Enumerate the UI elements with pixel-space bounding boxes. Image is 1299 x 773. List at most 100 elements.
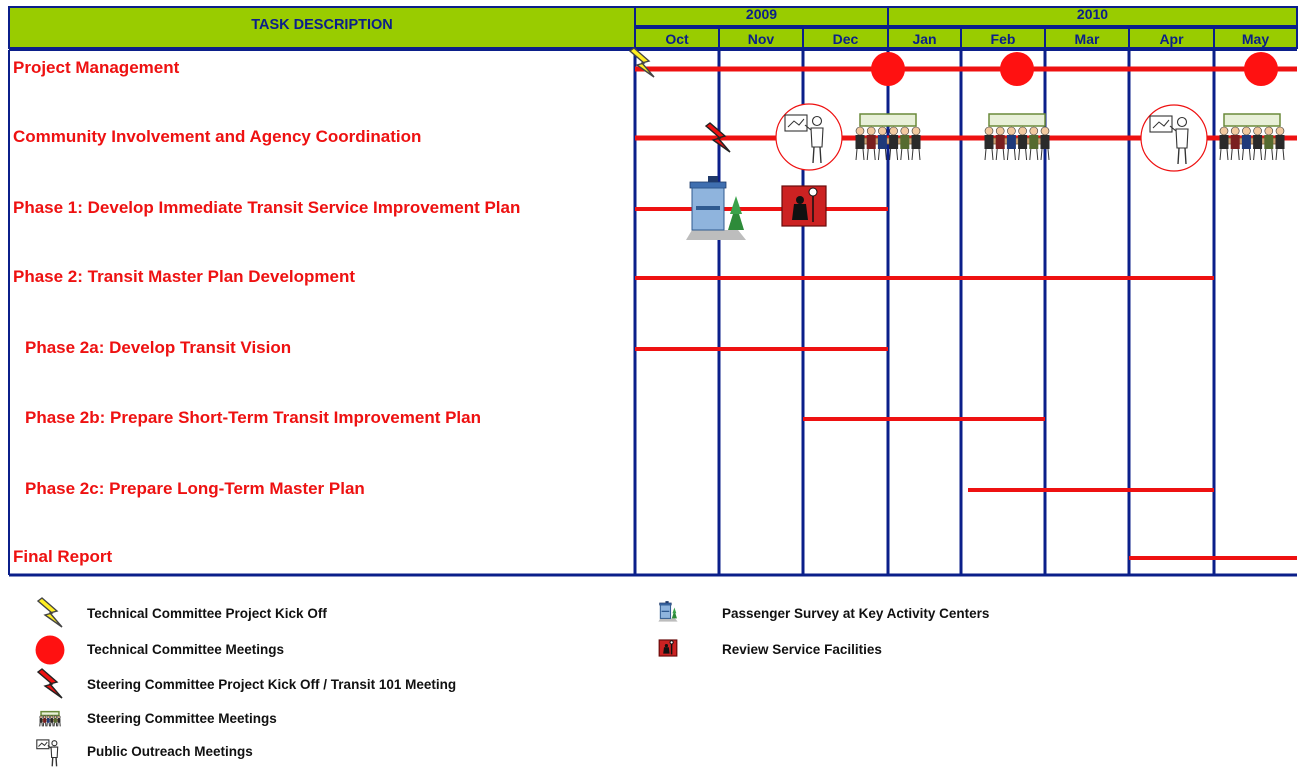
legend-label: Public Outreach Meetings bbox=[87, 744, 253, 759]
chair-leg bbox=[866, 148, 869, 161]
chair-leg bbox=[1264, 148, 1267, 161]
legend-label: Steering Committee Meetings bbox=[87, 711, 277, 726]
passenger-survey-icon bbox=[686, 176, 746, 240]
meeting-board bbox=[859, 113, 917, 127]
chair-leg bbox=[1282, 148, 1285, 161]
chair-leg bbox=[877, 148, 880, 161]
chair-leg bbox=[1260, 148, 1263, 161]
chair-leg bbox=[1006, 148, 1009, 161]
public-outreach-icon bbox=[1140, 104, 1208, 172]
presenter-leg bbox=[812, 146, 815, 164]
meeting-board bbox=[1223, 113, 1281, 127]
attendee-head bbox=[1040, 126, 1050, 136]
steering-meeting-icon bbox=[855, 113, 921, 161]
easel-graph bbox=[787, 118, 805, 128]
attendee-body bbox=[1241, 135, 1251, 149]
chair-leg bbox=[1025, 148, 1028, 161]
attendee-body bbox=[1006, 135, 1016, 149]
legend-label: Technical Committee Project Kick Off bbox=[87, 606, 327, 621]
attendee-head bbox=[1007, 126, 1016, 136]
steering-kickoff-icon bbox=[704, 122, 731, 153]
attendee-head bbox=[1275, 126, 1285, 136]
legend-label: Steering Committee Project Kick Off / Tr… bbox=[87, 677, 457, 692]
attendee-head bbox=[984, 126, 994, 136]
month-header: Apr bbox=[1159, 31, 1184, 47]
chair-leg bbox=[1275, 148, 1278, 161]
month-header: Dec bbox=[832, 31, 859, 47]
chair-leg bbox=[911, 148, 914, 161]
chair-leg bbox=[1029, 148, 1032, 161]
attendee-body bbox=[1253, 135, 1263, 149]
outreach-circle bbox=[1140, 104, 1208, 172]
presenter-leg bbox=[819, 146, 822, 164]
chair-leg bbox=[862, 148, 865, 161]
chair-leg bbox=[907, 148, 910, 161]
chair-leg bbox=[1040, 148, 1043, 161]
red-circle bbox=[1244, 52, 1278, 86]
attendee-body bbox=[877, 135, 887, 149]
task-label: Phase 1: Develop Immediate Transit Servi… bbox=[13, 198, 521, 217]
attendee-head bbox=[911, 126, 921, 136]
attendee-body bbox=[866, 135, 876, 149]
attendee-head bbox=[1264, 126, 1274, 136]
attendee-body bbox=[1230, 135, 1240, 149]
task-label: Final Report bbox=[13, 547, 113, 566]
attendee-body bbox=[1275, 135, 1285, 149]
technical-kickoff-icon bbox=[628, 47, 655, 78]
month-header: Feb bbox=[990, 31, 1016, 47]
attendee-head bbox=[1219, 126, 1229, 136]
attendee-body bbox=[900, 135, 910, 149]
technical-meeting-icon bbox=[1000, 52, 1034, 86]
review-facilities-icon bbox=[781, 185, 827, 227]
lightning-shape bbox=[704, 122, 731, 153]
chair-leg bbox=[1036, 148, 1039, 161]
header-divider bbox=[9, 48, 1297, 51]
legend-label: Passenger Survey at Key Activity Centers bbox=[722, 606, 990, 621]
chair-leg bbox=[1226, 148, 1229, 161]
chair-leg bbox=[855, 148, 858, 161]
chair-leg bbox=[1241, 148, 1244, 161]
technical-meeting-icon bbox=[871, 52, 905, 86]
year-header: 2009 bbox=[745, 6, 778, 22]
outreach-circle bbox=[775, 103, 843, 171]
tree bbox=[728, 204, 744, 230]
year-header-cell bbox=[887, 6, 1298, 27]
presenter-body bbox=[1175, 128, 1189, 149]
attendee-body bbox=[1018, 135, 1028, 149]
attendee-head bbox=[1018, 126, 1027, 136]
chair-leg bbox=[1018, 148, 1021, 161]
task-label: Phase 2a: Develop Transit Vision bbox=[25, 338, 292, 357]
chair-leg bbox=[984, 148, 987, 161]
task-description-header: TASK DESCRIPTION bbox=[251, 17, 393, 33]
shelter-roof bbox=[689, 181, 727, 189]
task-label: Phase 2c: Prepare Long-Term Master Plan bbox=[25, 479, 365, 498]
bus-stop-sign bbox=[708, 176, 718, 182]
chair-leg bbox=[1248, 148, 1251, 161]
chair-leg bbox=[1271, 148, 1274, 161]
chair-leg bbox=[995, 148, 998, 161]
month-header: May bbox=[1241, 31, 1270, 47]
red-circle bbox=[1000, 52, 1034, 86]
steering-meeting-icon bbox=[1219, 113, 1285, 161]
shelter-bench bbox=[696, 206, 720, 210]
chair-leg bbox=[1047, 148, 1050, 161]
attendee-head bbox=[878, 126, 887, 136]
attendee-head bbox=[855, 126, 865, 136]
lightning-shape bbox=[628, 47, 655, 78]
presenter-arm bbox=[804, 124, 812, 131]
attendee-head bbox=[866, 126, 876, 136]
attendee-body bbox=[1029, 135, 1039, 149]
presenter-head bbox=[811, 115, 823, 127]
task-label: Project Management bbox=[13, 58, 180, 77]
month-header: Mar bbox=[1074, 31, 1100, 47]
presenter-leg bbox=[1184, 147, 1187, 165]
attendee-head bbox=[1242, 126, 1251, 136]
inspector-head bbox=[796, 196, 804, 204]
chair-leg bbox=[1237, 148, 1240, 161]
attendee-head bbox=[1029, 126, 1039, 136]
task-description-header-cell bbox=[8, 6, 636, 49]
chair-leg bbox=[991, 148, 994, 161]
presenter-head bbox=[1176, 116, 1188, 128]
chair-leg bbox=[1002, 148, 1005, 161]
